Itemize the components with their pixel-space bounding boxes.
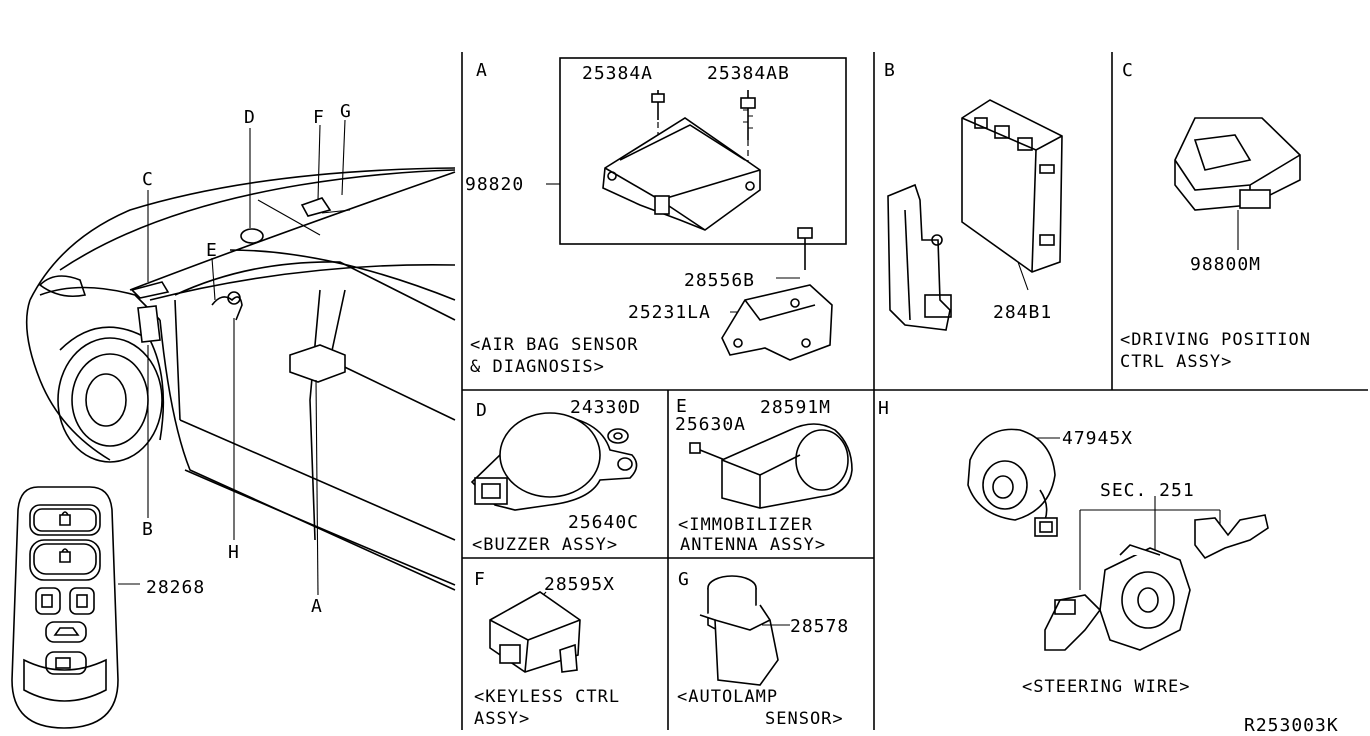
label-24330d: 24330D — [570, 397, 641, 418]
caption-a-1: <AIR BAG SENSOR — [470, 335, 639, 355]
panel-d-letter: D — [476, 400, 488, 421]
airbag-bracket — [721, 227, 833, 361]
caption-d-1: <BUZZER ASSY> — [472, 535, 618, 555]
caption-h-1: <STEERING WIRE> — [1022, 677, 1191, 697]
label-98820: 98820 — [465, 174, 524, 195]
panel-g-letter: G — [678, 569, 690, 590]
panel-a-letter: A — [476, 60, 488, 81]
label-98800m: 98800M — [1190, 254, 1261, 275]
caption-g-2: SENSOR> — [765, 709, 844, 729]
overview-label-f: F — [313, 107, 325, 128]
caption-f-2: ASSY> — [474, 709, 530, 729]
label-28578: 28578 — [790, 616, 849, 637]
caption-e-1: <IMMOBILIZER — [678, 515, 813, 535]
label-28591m: 28591M — [760, 397, 831, 418]
label-284b1: 284B1 — [993, 302, 1052, 323]
autolamp-sensor — [699, 575, 790, 686]
label-25630a: 25630A — [675, 414, 746, 435]
spiral-cable — [967, 428, 1060, 537]
overview-label-a: A — [311, 596, 323, 617]
overview-label-b: B — [142, 519, 154, 540]
caption-g-1: <AUTOLAMP — [677, 687, 778, 707]
airbag-inset-box — [559, 57, 847, 245]
airbag-sensor-unit — [602, 90, 761, 231]
label-47945x: 47945X — [1062, 428, 1133, 449]
label-25640c: 25640C — [568, 512, 639, 533]
label-25384ab: 25384AB — [707, 63, 790, 84]
caption-c-1: <DRIVING POSITION — [1120, 330, 1311, 350]
label-sec-251: SEC. 251 — [1100, 480, 1195, 501]
driving-position-unit — [1174, 117, 1301, 250]
diagram-id: R253003K — [1244, 715, 1339, 736]
overview-leaders — [118, 119, 346, 596]
panel-h-letter: H — [878, 398, 890, 419]
label-28595x: 28595X — [544, 574, 615, 595]
control-unit-284b1 — [887, 99, 1063, 331]
overview-label-g: G — [340, 101, 352, 122]
label-28268: 28268 — [146, 577, 205, 598]
overview-label-c: C — [142, 169, 154, 190]
label-28556b: 28556B — [684, 270, 755, 291]
key-fob — [11, 486, 119, 729]
panel-c-letter: C — [1122, 60, 1134, 81]
panel-e-letter: E — [676, 396, 688, 417]
combination-switch — [1044, 496, 1269, 651]
caption-c-2: CTRL ASSY> — [1120, 352, 1232, 372]
panel-b-letter: B — [884, 60, 896, 81]
caption-a-2: & DIAGNOSIS> — [470, 357, 605, 377]
vehicle-outline — [25, 167, 456, 591]
overview-label-d: D — [244, 107, 256, 128]
overview-label-h: H — [228, 542, 240, 563]
keyless-ctrl-unit — [489, 591, 581, 673]
label-25231la: 25231LA — [628, 302, 711, 323]
buzzer-unit — [470, 412, 638, 511]
overview-label-e: E — [206, 240, 218, 261]
immobilizer-antenna — [689, 423, 853, 509]
panel-grid — [461, 52, 1368, 730]
caption-f-1: <KEYLESS CTRL — [474, 687, 620, 707]
label-25384a: 25384A — [582, 63, 653, 84]
panel-f-letter: F — [474, 569, 486, 590]
caption-e-2: ANTENNA ASSY> — [680, 535, 826, 555]
